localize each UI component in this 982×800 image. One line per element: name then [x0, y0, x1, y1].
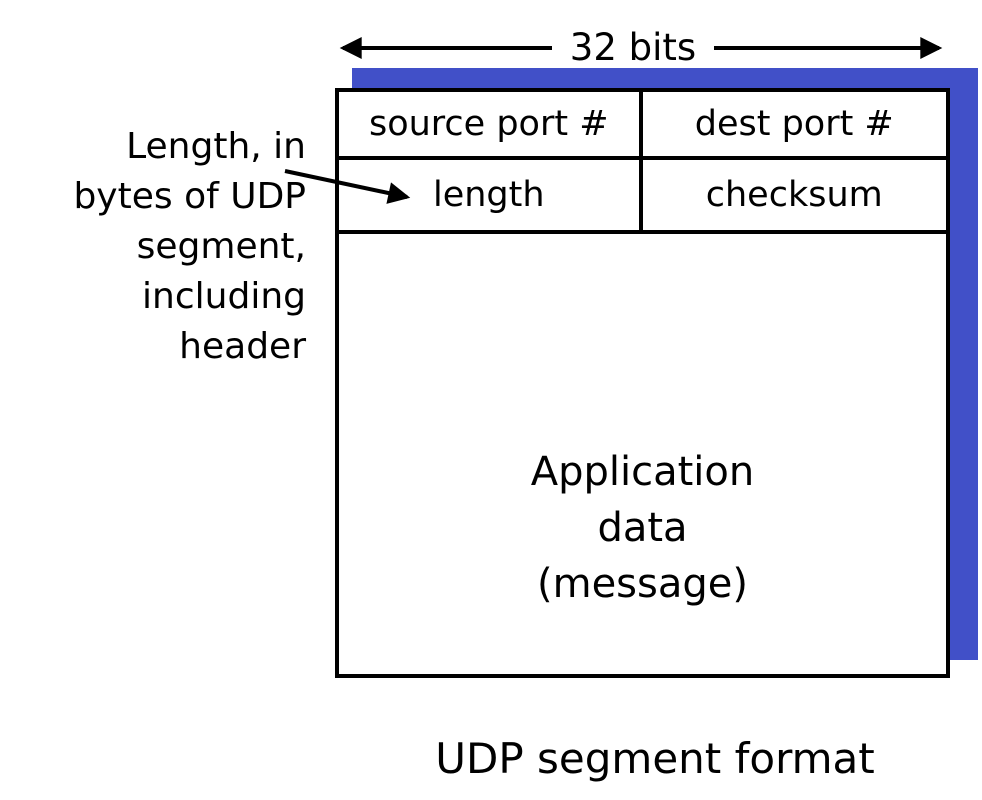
annotation-line-1: Length, in: [126, 126, 306, 167]
dest-port-cell: dest port #: [642, 92, 946, 160]
payload-line-1: Application: [530, 449, 755, 495]
annotation-line-4: including: [142, 276, 306, 317]
annotation-line-5: header: [179, 326, 306, 367]
checksum-cell: checksum: [642, 160, 946, 234]
udp-segment-box: source port # dest port # length checksu…: [335, 88, 950, 678]
length-annotation: Length, in bytes of UDP segment, includi…: [0, 122, 306, 372]
annotation-line-3: segment,: [136, 226, 306, 267]
payload-line-3: (message): [537, 561, 748, 607]
payload-line-2: data: [597, 505, 688, 551]
width-label: 32 bits: [569, 26, 697, 69]
annotation-line-2: bytes of UDP: [73, 176, 306, 217]
length-cell: length: [339, 160, 643, 234]
application-data-cell: Application data (message): [339, 234, 946, 674]
diagram-caption: UDP segment format: [435, 734, 875, 783]
source-port-cell: source port #: [339, 92, 643, 160]
